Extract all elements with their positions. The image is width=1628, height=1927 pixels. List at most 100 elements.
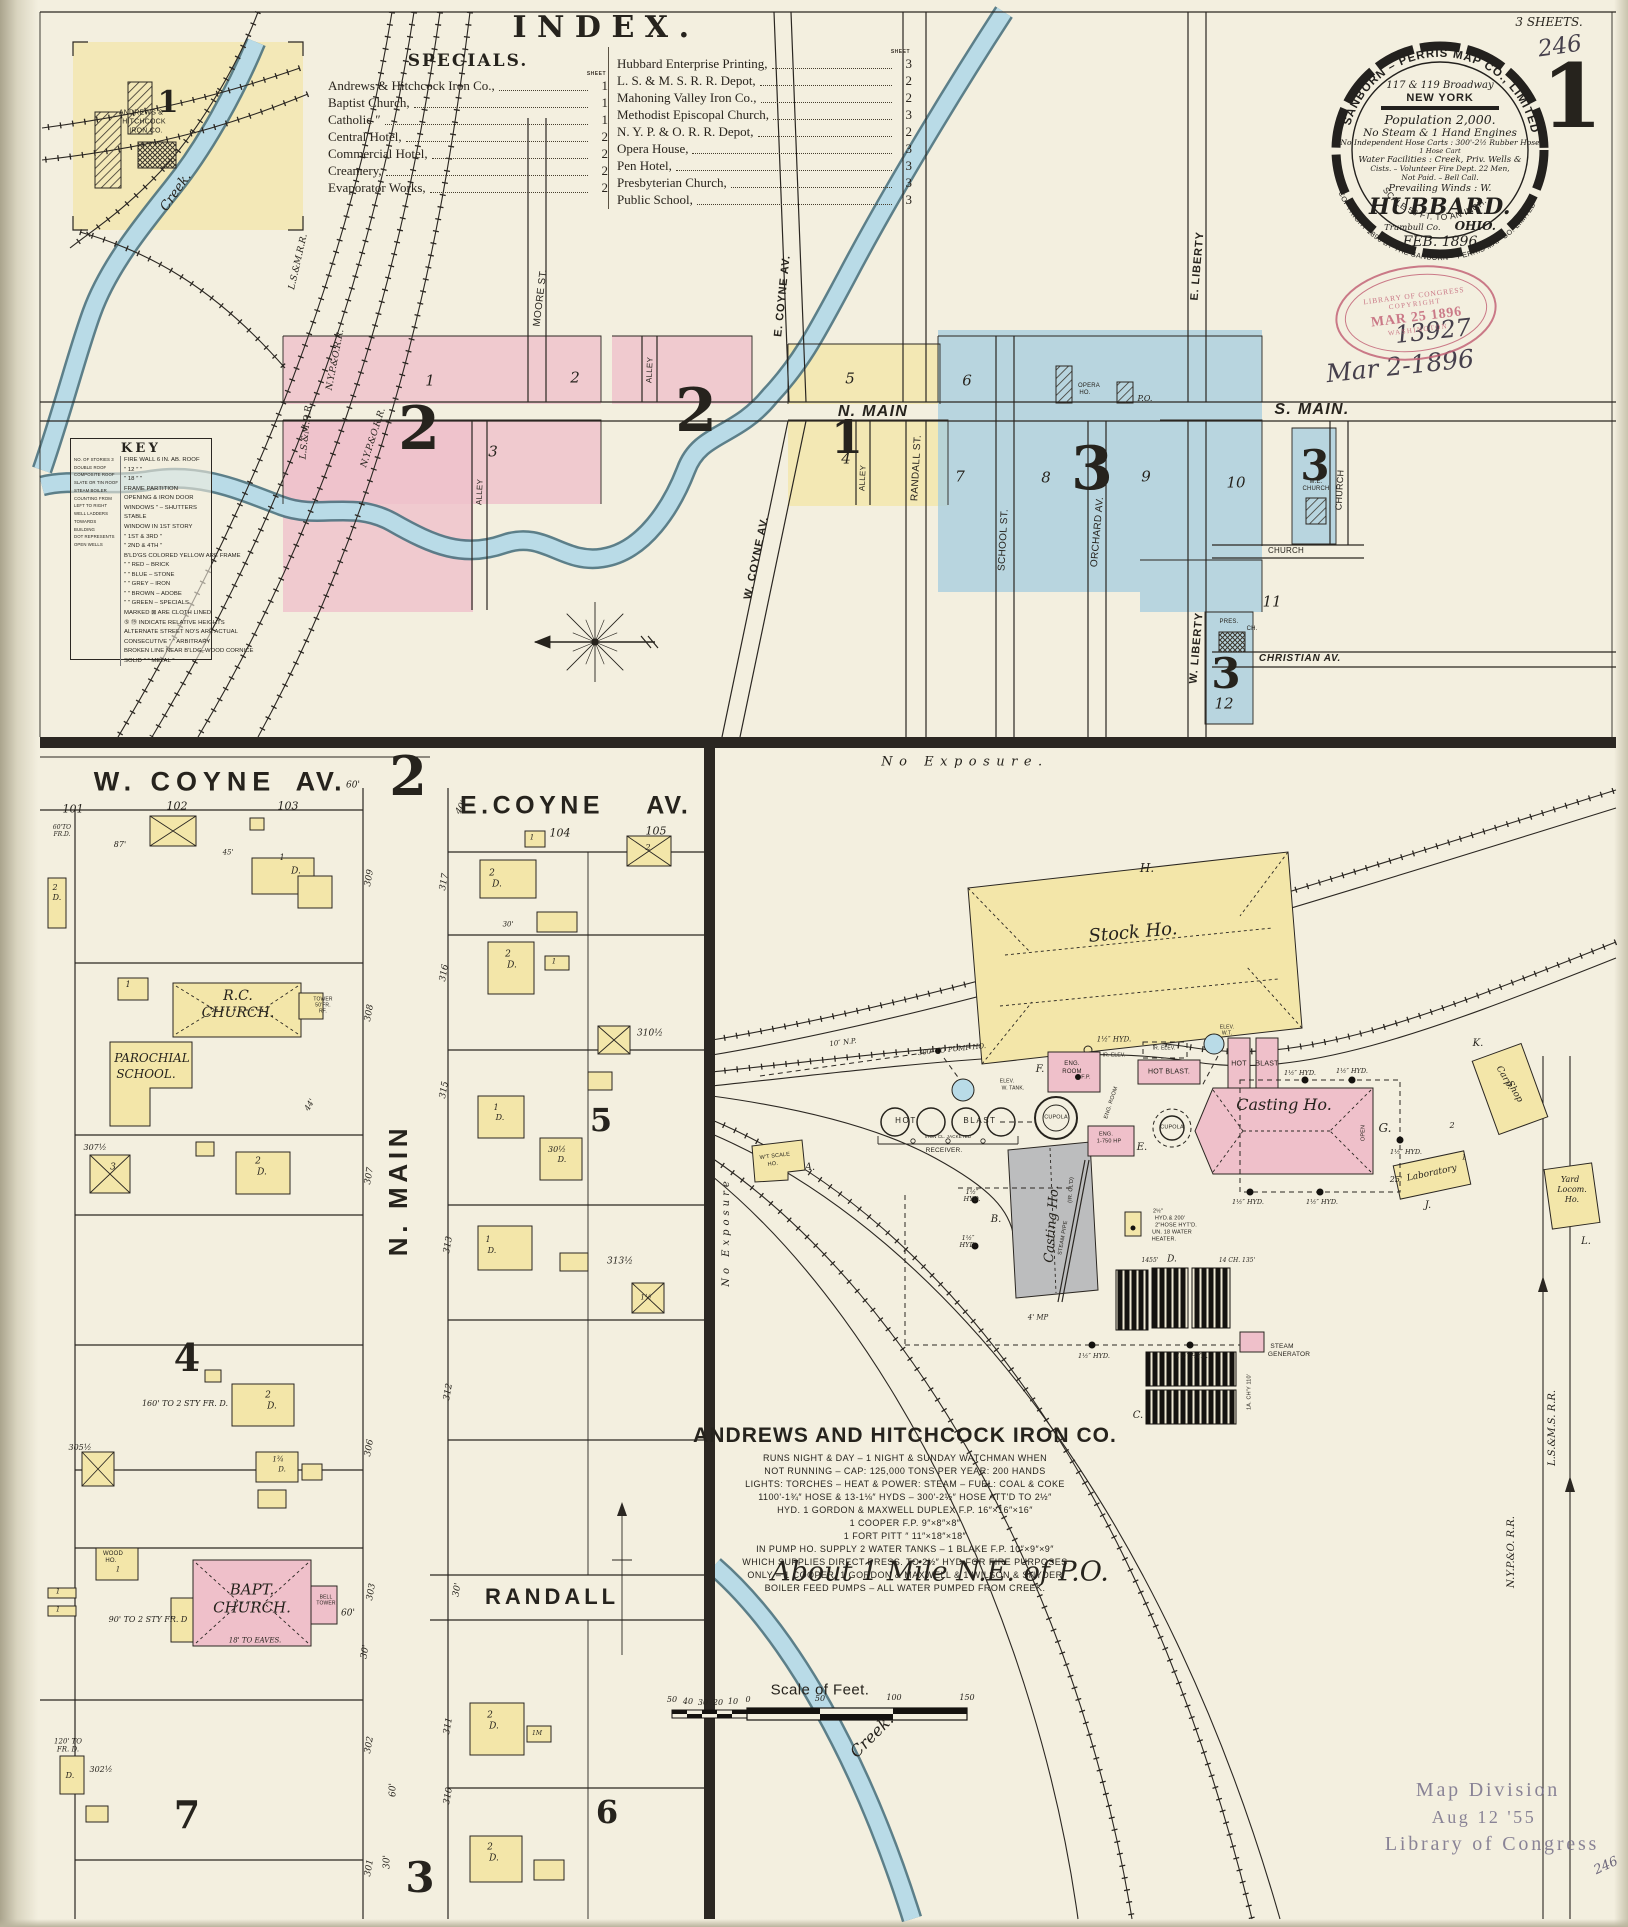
map-label: D. [487, 1246, 497, 1255]
key-mini-line: SLATE OR TIN ROOF [74, 480, 118, 486]
map-label: 60' [341, 1608, 355, 1619]
map-label: 1M [532, 1730, 542, 1737]
index-entry-sheet: 3 [905, 175, 913, 190]
works-description-line: NOT RUNNING – CAP: 125,000 TONS PER YEAR… [764, 1466, 1046, 1477]
map-label: Laboratory [1406, 1163, 1458, 1184]
map-label: 312 [442, 1382, 455, 1402]
works-description-line: 1 FORT PITT ″ 11″×18″×18″ [843, 1531, 967, 1542]
map-label: PRES. [1219, 619, 1239, 625]
index-entry-label: Presbyterian Church, [617, 175, 727, 190]
map-label: RANDALL [484, 1584, 620, 1609]
map-label: W.T. [1221, 1030, 1233, 1037]
map-label: CUPOLA [1160, 1124, 1184, 1131]
map-label: S. MAIN. [1274, 401, 1350, 418]
key-line: ″ ″ GREY – IRON [124, 581, 171, 588]
stamp-water1: Water Facilities : Creek, Priv. Wells & [1358, 154, 1522, 165]
section-separators [40, 737, 1616, 1919]
dotted-leader [405, 140, 588, 142]
map-label: 45' [222, 848, 234, 857]
map-label: Aug 12 '55 [1431, 1807, 1537, 1827]
map-label: 1½″ [965, 1187, 979, 1196]
stamp-state: OHIO. [1454, 218, 1496, 233]
map-label: 14 CH. 135' [1218, 1257, 1256, 1264]
railroad-tracks [42, 12, 1616, 1919]
map-label: 1 [529, 833, 535, 842]
map-label: 313½ [607, 1256, 633, 1267]
map-label: MOORE ST. [531, 268, 550, 328]
stamp-population: Population 2,000. [1384, 111, 1496, 127]
map-label: 1½″ HYD. [1390, 1147, 1422, 1156]
map-label: N.Y.P.&O. R.R. [1506, 1516, 1517, 1588]
stamp-water2: Cists. – Volunteer Fire Dept. 22 Men, [1370, 164, 1510, 174]
map-label: 1½″ HYD. [1284, 1068, 1316, 1077]
map-label: D. [489, 1721, 499, 1732]
map-label: 1½″ HYD. [1232, 1197, 1264, 1206]
key-line: OPENING & IRON DOOR [124, 495, 194, 502]
map-label: W. COYNE [93, 766, 277, 797]
map-label: 305½ [68, 1443, 92, 1452]
dotted-leader [692, 152, 892, 154]
index-entry-label: Pen Hotel, [617, 158, 672, 173]
map-label: ELEV. [1219, 1024, 1235, 1031]
map-label: H. [1139, 861, 1155, 875]
map-label: 7 [955, 467, 965, 486]
key-line: ″ ″ BROWN – ADOBE [124, 590, 182, 597]
map-label: RECEIVER. [925, 1146, 963, 1154]
index-block: INDEX. SPECIALS. SHEET Andrews & Hitchco… [300, 10, 912, 209]
key-mini-line: STEAM BOILER [74, 487, 107, 493]
key-mini-line: LEFT TO RIGHT [74, 503, 108, 509]
map-label: ENG. [1064, 1061, 1080, 1067]
stamp-date: FEB. 1896 [1402, 233, 1478, 250]
map-label: E. LIBERTY [1188, 230, 1207, 302]
detail-buildings [47, 815, 672, 1883]
map-label: Map Division [1415, 1779, 1561, 1801]
map-label: 4 [173, 1335, 201, 1380]
index-entry-label: Catholic ″ [328, 112, 381, 127]
index-entry: Methodist Episcopal Church, 3 [617, 107, 912, 123]
key-line: SOLID ″ ″ METAL ″ [124, 657, 175, 664]
key-mini-line: OPEN WELLS [74, 542, 103, 548]
map-label: 11 [1262, 592, 1282, 611]
map-label: (IR. CL'D) [1067, 1176, 1076, 1204]
stamp-water3: Not Paid. – Bell Call. [1401, 173, 1479, 182]
map-label: 5 [589, 1101, 613, 1139]
map-label: 307 [363, 1166, 376, 1186]
map-label: Ho. [1564, 1195, 1580, 1204]
map-label: UN. 18 WATER [1152, 1229, 1192, 1236]
map-label: 44' [302, 1097, 317, 1113]
index-entry-sheet: 3 [905, 141, 913, 156]
map-label: 1 [1461, 1153, 1467, 1162]
map-label: 30 [697, 1698, 709, 1707]
map-label: 1 [157, 85, 179, 120]
map-label: K. [1472, 1038, 1484, 1049]
map-label: 101 [62, 802, 84, 816]
map-label: 310 [442, 1786, 455, 1806]
index-subtitle: SPECIALS. [407, 51, 529, 71]
key-mini-line: BUILDING [74, 526, 95, 532]
stamp-engines: No Steam & 1 Hand Engines [1363, 127, 1517, 140]
stamp-address: 117 & 119 Broadway [1386, 80, 1494, 91]
map-label: 50 [666, 1695, 678, 1704]
iron-works-plant [751, 851, 1601, 1425]
map-label: 12 [1214, 694, 1234, 713]
scale-bar [671, 1707, 968, 1721]
map-label: J. [1424, 1200, 1432, 1211]
map-label: 4 [841, 449, 851, 468]
map-label: 302½ [89, 1765, 113, 1774]
works-description-line: 1100'-1¾″ HOSE & 13-1⅛″ HYDS – 300'-2½″ … [758, 1492, 1052, 1503]
map-label: ALLEY [474, 478, 485, 506]
map-label: ANDREWS & [118, 109, 164, 117]
works-description-line: ONLY – 1 COOPER, 1 GORDON & MAXWELL & 1 … [747, 1570, 1063, 1581]
paper-edge-right [1614, 0, 1628, 1927]
map-label: Casting Ho. [1236, 1095, 1332, 1114]
index-entry: L. S. & M. S. R. R. Depot, 2 [617, 73, 912, 89]
key-line: CONSECUTIVE ″ ″ ARBITRARY [124, 638, 211, 645]
map-label: TOWER [313, 996, 333, 1003]
map-label: 1½″ HYD. [1306, 1197, 1338, 1206]
works-description-block: ANDREWS AND HITCHCOCK IRON CO. RUNS NIGH… [665, 1424, 1145, 1596]
map-label: L.S.&M.R.R. [298, 402, 315, 460]
map-label: R.C. [223, 988, 253, 1004]
map-label: Shop [1504, 1079, 1525, 1105]
town-buildings [1055, 365, 1327, 653]
